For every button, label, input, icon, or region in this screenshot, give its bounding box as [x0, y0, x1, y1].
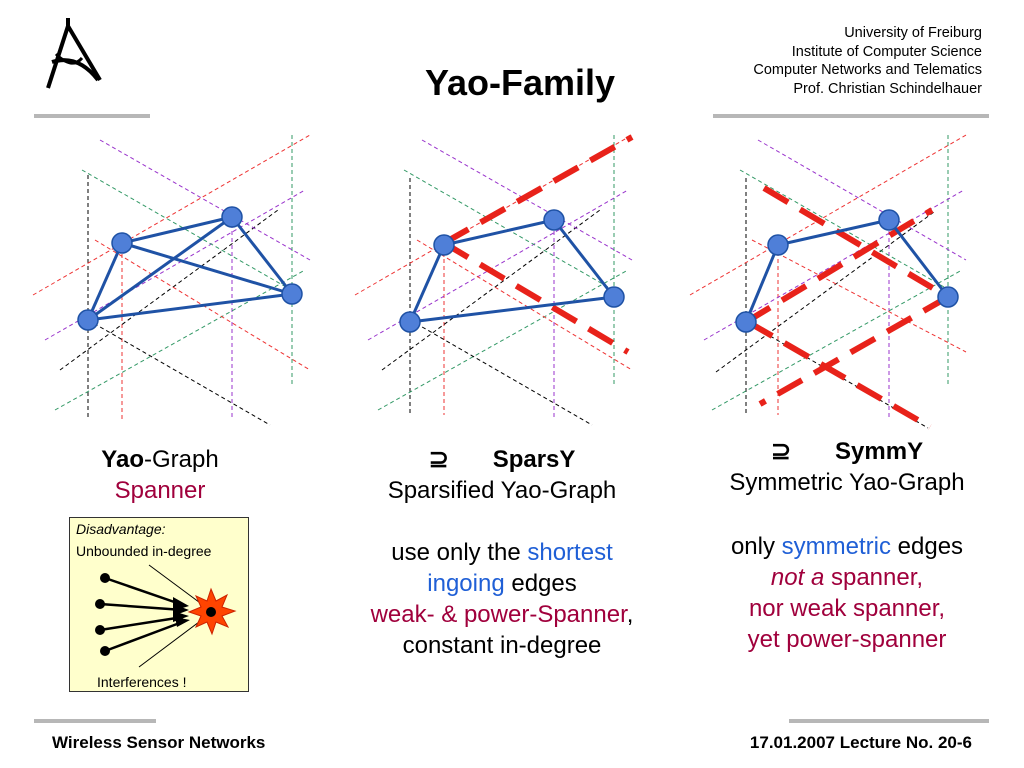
sparsy-edges	[408, 218, 616, 324]
symmy-line1-post: edges	[890, 533, 964, 560]
sparsy-line4: constant in-degree	[402, 632, 602, 659]
interferences-label: Interferences !	[97, 674, 187, 690]
yao-graph-edges	[86, 215, 294, 322]
institution-line: Institute of Computer Science	[791, 43, 982, 60]
symmy-line1-pre: only	[730, 533, 782, 560]
interference-diagram	[95, 564, 237, 668]
sparsy-line2-blue: ingoing	[427, 570, 505, 597]
top-right-rule	[713, 114, 989, 118]
sparsy-line2-post: edges	[504, 570, 577, 597]
sparsy-caption: ⊇ SparsY Sparsified Yao-Graph use only th…	[332, 444, 672, 661]
symmy-edges	[744, 218, 950, 323]
bottom-right-rule	[789, 719, 989, 723]
symmy-highlight	[744, 185, 950, 430]
sparsy-nodes	[399, 209, 625, 333]
institution-line: Computer Networks and Telematics	[753, 62, 982, 78]
yao-graph-diagram	[32, 134, 311, 426]
institution-block: University of Freiburg Institute of Comp…	[753, 24, 982, 98]
sparsy-line3-red: weak- & power-Spanner	[370, 601, 627, 628]
top-left-rule	[34, 114, 150, 118]
disadvantage-title: Disadvantage:	[76, 521, 166, 537]
sparsy-highlight	[442, 134, 634, 355]
symmy-line2-italic: not a	[770, 564, 825, 591]
yao-graph-caption: Yao-Graph Spanner	[70, 444, 250, 506]
disadvantage-text: Unbounded in-degree	[76, 543, 212, 559]
superset-symbol: ⊇	[770, 438, 792, 465]
sparsy-line3-post: ,	[626, 601, 634, 628]
sparsy-subtitle: Sparsified Yao-Graph	[387, 477, 617, 504]
sparsy-diagram	[354, 134, 633, 426]
symmy-nodes	[735, 209, 959, 333]
institution-line: University of Freiburg	[844, 25, 982, 41]
footer-course: Wireless Sensor Networks	[52, 733, 266, 752]
yao-graph-nodes	[77, 206, 303, 331]
yao-graph-name-rest: -Graph	[144, 446, 219, 473]
footer-lecture: 17.01.2007 Lecture No. 20-6	[749, 733, 972, 752]
bottom-left-rule	[34, 719, 156, 723]
freiburg-logo-icon	[46, 18, 102, 89]
symmy-line1-blue: symmetric	[781, 533, 891, 560]
symmy-line4: yet power-spanner	[747, 626, 947, 653]
superset-symbol: ⊇	[428, 446, 449, 473]
sparsy-line1-pre: use only the	[391, 539, 528, 566]
symmy-line2-post: spanner,	[824, 564, 924, 591]
symmy-name: SymmY	[835, 438, 924, 465]
page-title: Yao-Family	[424, 62, 616, 103]
yao-graph-name-bold: Yao	[101, 446, 144, 473]
institution-line: Prof. Christian Schindelhauer	[793, 80, 982, 97]
sparsy-name: SparsY	[492, 446, 576, 473]
symmy-subtitle: Symmetric Yao-Graph	[729, 469, 965, 496]
sparsy-line1-blue: shortest	[527, 539, 613, 566]
symmy-line3: nor weak spanner,	[748, 595, 946, 622]
symmy-caption: ⊇ SymmY Symmetric Yao-Graph only symmetri…	[677, 436, 1017, 655]
yao-graph-property: Spanner	[114, 477, 206, 504]
